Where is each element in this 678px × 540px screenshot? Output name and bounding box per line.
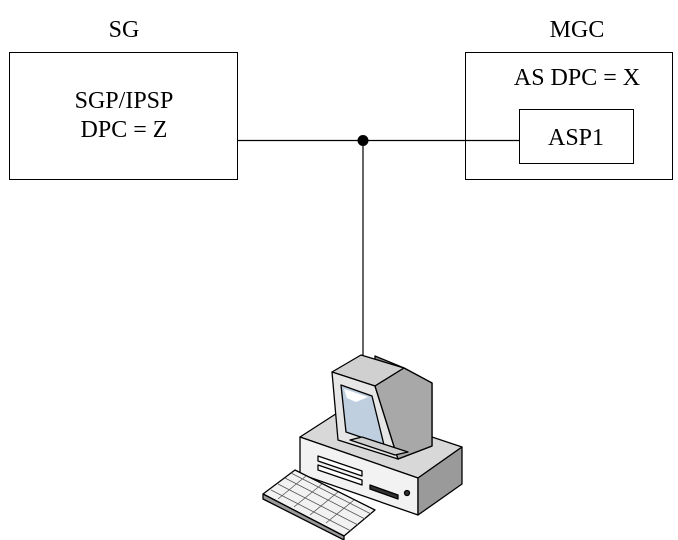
mgc-title: MGC xyxy=(550,17,605,43)
power-light xyxy=(403,489,411,497)
floppy-slot xyxy=(369,484,399,500)
drive-slot-2 xyxy=(317,464,363,486)
keyboard-front xyxy=(262,493,345,540)
mgc-node: MGC AS DPC = X ASP1 xyxy=(465,17,673,180)
network-links xyxy=(237,135,520,365)
desktop-side xyxy=(417,446,463,516)
keyboard-keys xyxy=(270,472,372,532)
screen-glare xyxy=(344,389,368,402)
sg-node: SG SGP/IPSP DPC = Z xyxy=(9,17,238,180)
computer-icon xyxy=(262,354,463,540)
sg-box xyxy=(9,52,238,180)
mgc-box-line1: AS DPC = X xyxy=(514,65,640,91)
sg-box-line2: DPC = Z xyxy=(81,117,168,143)
asp1-box xyxy=(519,109,634,164)
drive-slot-1 xyxy=(317,455,363,477)
monitor-stand xyxy=(349,436,409,456)
sg-box-line1: SGP/IPSP xyxy=(75,88,174,114)
asp1-label: ASP1 xyxy=(548,125,604,151)
sg-title: SG xyxy=(109,17,140,43)
junction-dot xyxy=(357,135,369,146)
